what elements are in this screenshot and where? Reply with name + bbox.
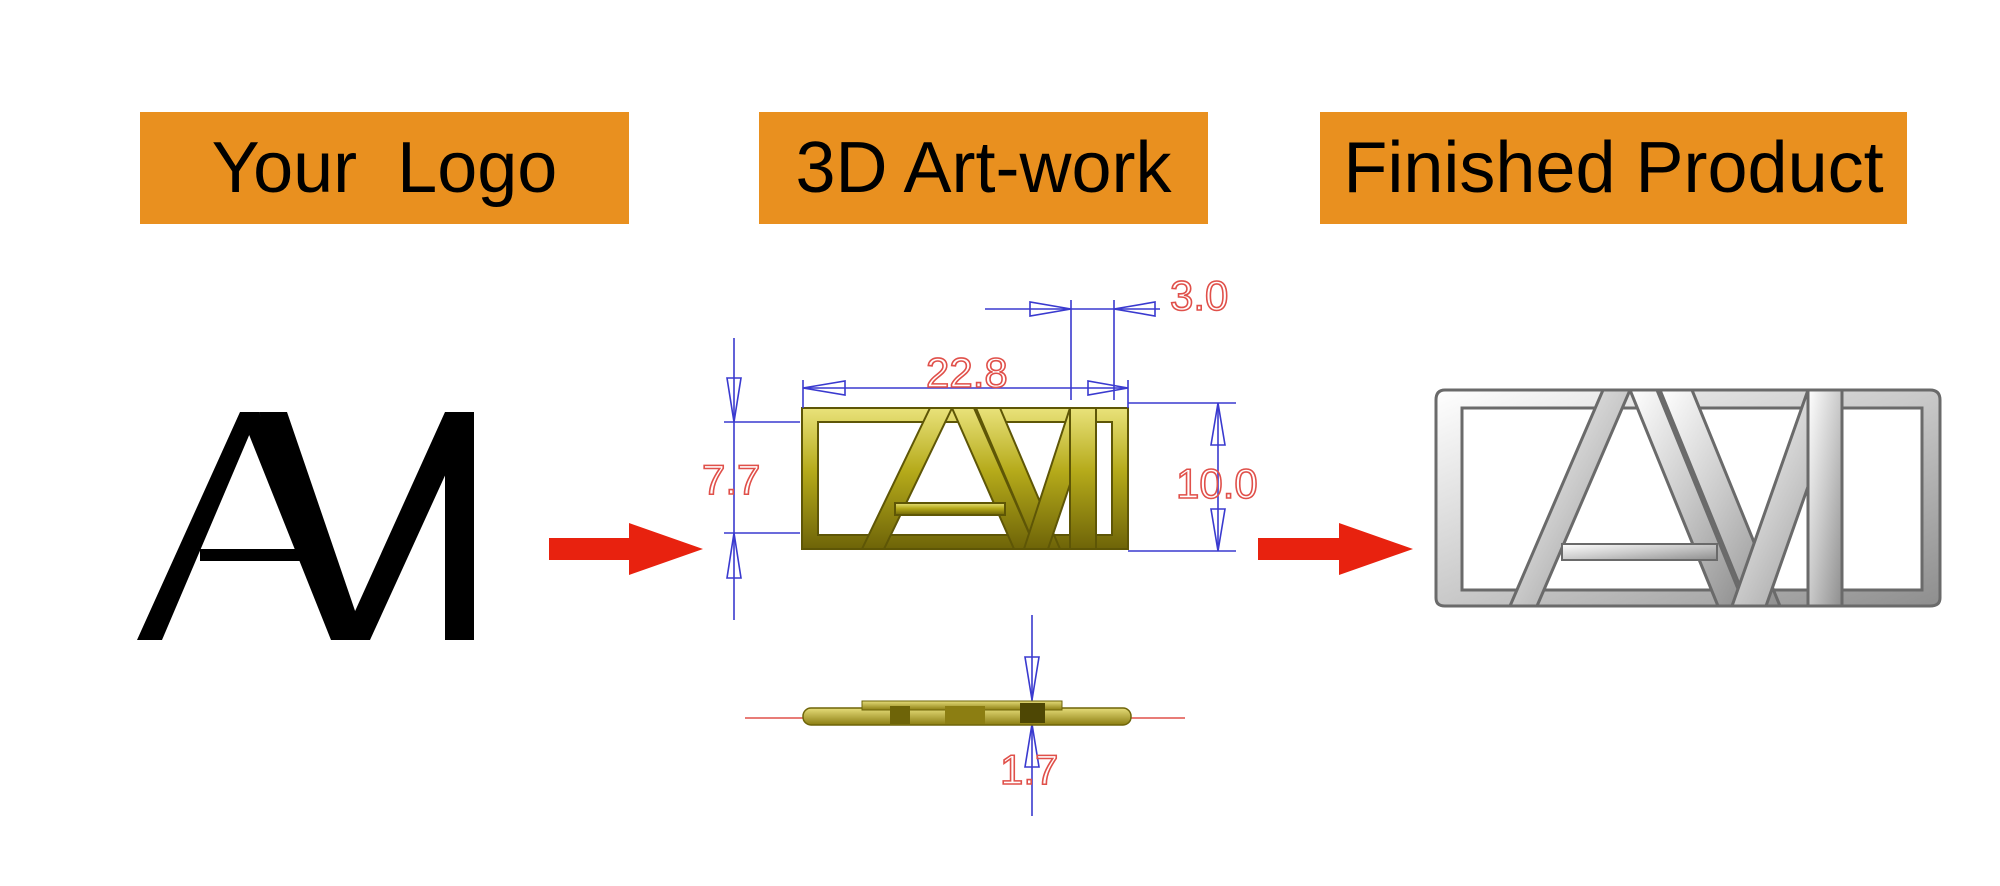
artwork-front-view (801, 407, 1129, 550)
dimension-width: 22.8 (926, 349, 1008, 396)
dimension-thickness-top: 3.0 (1170, 272, 1228, 319)
arrow-right-icon (1258, 523, 1413, 575)
dimension-total-height: 10.0 (1176, 460, 1258, 507)
dimension-depth: 1.7 (1000, 746, 1058, 793)
header-your-logo: Your Logo (140, 112, 629, 224)
artwork-side-view (745, 700, 1185, 726)
header-3d-artwork: 3D Art-work (759, 112, 1208, 224)
dimension-lines (724, 300, 1236, 816)
header-finished-product: Finished Product (1320, 112, 1907, 224)
arrow-right-icon (549, 523, 703, 575)
finished-product-badge (1434, 388, 1942, 608)
original-logo (137, 412, 474, 640)
dimension-letter-height: 7.7 (702, 456, 760, 503)
